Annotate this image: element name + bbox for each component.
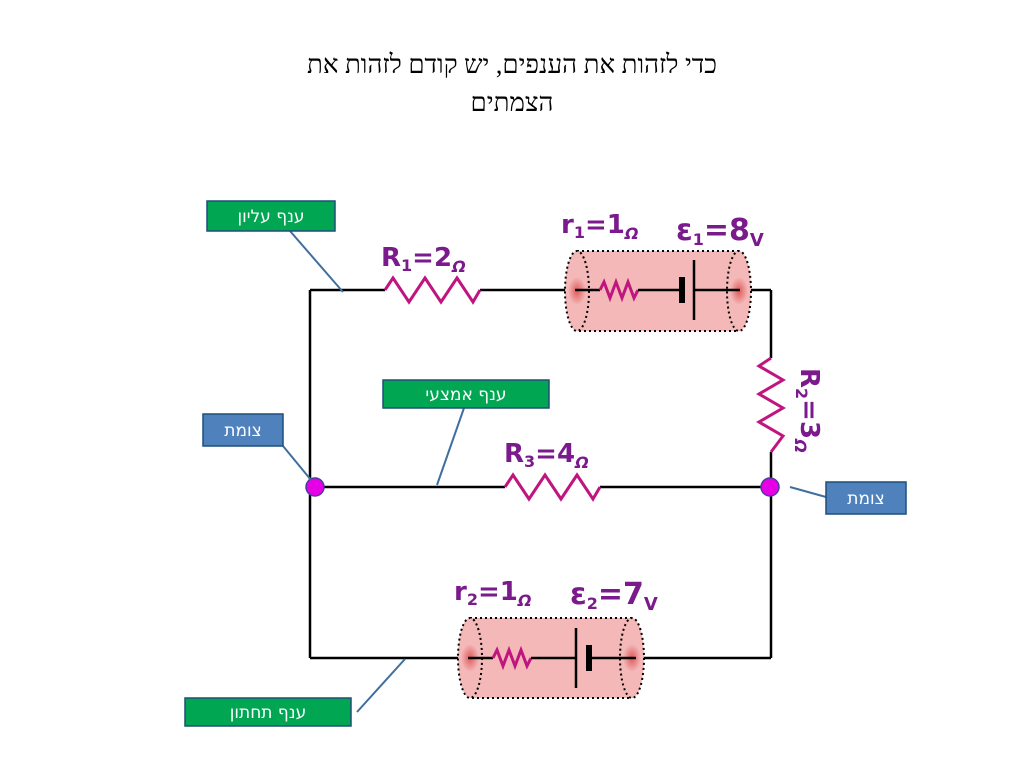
battery-2 — [457, 617, 645, 699]
resistor-R1 — [383, 275, 482, 305]
callout-top-branch-label: ענף עליון — [237, 207, 304, 227]
label-R1: R1=2Ω — [381, 243, 466, 276]
leader-bottom-branch — [356, 658, 406, 713]
callout-junction-right: צומת — [825, 481, 907, 515]
label-e1: ε1=8V — [676, 213, 764, 251]
callout-junction-left-label: צומת — [224, 421, 261, 441]
label-r1: r1=1Ω — [561, 210, 638, 243]
leader-middle-branch — [436, 407, 465, 486]
label-R2: R2=3Ω — [791, 368, 824, 453]
internal-resistor-r2 — [491, 645, 533, 671]
callout-top-branch: ענף עליון — [206, 200, 336, 232]
label-R3: R3=4Ω — [504, 439, 589, 472]
label-e2: ε2=7V — [570, 577, 658, 615]
leader-junction-right — [789, 486, 827, 498]
title-line-2: הצמתים — [470, 88, 554, 117]
battery-1 — [564, 250, 752, 332]
callout-bottom-branch-label: ענף תחתון — [230, 703, 306, 723]
callout-junction-left: צומת — [202, 413, 284, 447]
title-line-1: כדי לזהות את הענפים, יש קודם לזהות את — [306, 50, 717, 79]
callout-middle-branch: ענף אמצעי — [382, 379, 550, 409]
label-r2: r2=1Ω — [454, 577, 531, 610]
callout-bottom-branch: ענף תחתון — [184, 697, 352, 727]
internal-resistor-r1 — [598, 277, 640, 303]
resistor-R2 — [756, 356, 786, 453]
resistor-R3 — [503, 472, 602, 502]
callout-middle-branch-label: ענף אמצעי — [425, 385, 506, 405]
leader-top-branch — [289, 230, 344, 293]
wires — [308, 288, 773, 660]
page-title: כדי לזהות את הענפים, יש קודם לזהות את הצ… — [200, 46, 824, 122]
leader-junction-left — [282, 445, 312, 481]
callout-junction-right-label: צומת — [847, 489, 884, 509]
junction-node-right — [760, 477, 780, 497]
junction-node-left — [305, 477, 325, 497]
